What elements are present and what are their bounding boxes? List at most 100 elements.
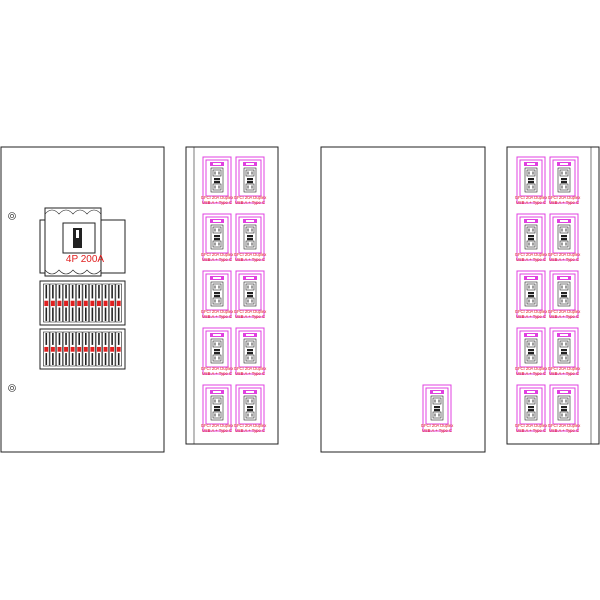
branch-breaker	[95, 283, 103, 323]
receptacle-label-line2: USB A + Type C	[202, 371, 232, 376]
receptacle-label-line1: GFCI 20A Duplex	[515, 423, 548, 428]
receptacle-label-line1: GFCI 20A Duplex	[201, 366, 234, 371]
branch-breaker	[56, 331, 63, 367]
receptacle-label-line1: GFCI 20A Duplex	[201, 252, 234, 257]
receptacle-label-line2: USB A + Type C	[235, 257, 265, 262]
branch-breakers-upper	[43, 283, 122, 323]
receptacle-label-line2: USB A + Type C	[235, 200, 265, 205]
branch-breaker	[43, 331, 50, 367]
receptacle-label-line2: USB A + Type C	[549, 314, 579, 319]
receptacle-label-line2: USB A + Type C	[202, 428, 232, 433]
receptacle-label-line1: GFCI 20A Duplex	[234, 309, 267, 314]
receptacle-label-line2: USB A + Type C	[235, 428, 265, 433]
receptacle-label-line1: GFCI 20A Duplex	[234, 195, 267, 200]
receptacle-label-line1: GFCI 20A Duplex	[548, 423, 581, 428]
main-breaker-handle-slot	[76, 230, 79, 238]
branch-breaker	[89, 283, 96, 323]
receptacle-label-line2: USB A + Type C	[202, 257, 232, 262]
main-breaker: 4P 200A	[39, 207, 126, 277]
receptacle-label-line1: GFCI 20A Duplex	[234, 366, 267, 371]
receptacle-label-line2: USB A + Type C	[235, 371, 265, 376]
receptacle-panel-left-frame	[185, 146, 279, 445]
branch-breaker	[82, 283, 89, 323]
door-hinge-top-inner	[10, 214, 14, 218]
receptacle-panel-single-frame	[320, 146, 486, 453]
branch-breaker	[62, 331, 70, 367]
branch-breaker	[76, 283, 83, 323]
door-hinge-bottom	[8, 384, 16, 392]
branch-breaker	[89, 331, 96, 367]
receptacle-label-line1: GFCI 20A Duplex	[201, 423, 234, 428]
branch-breaker	[115, 331, 122, 367]
receptacle-label-line2: USB A + Type C	[516, 371, 546, 376]
breaker-panel: 4P 200A	[0, 146, 165, 453]
branch-breaker	[62, 283, 70, 323]
branch-breaker	[115, 283, 122, 323]
branch-breaker	[82, 331, 89, 367]
branch-breaker	[76, 331, 83, 367]
main-breaker-terminals-top	[44, 209, 102, 215]
receptacle-label-line2: USB A + Type C	[516, 200, 546, 205]
branch-breaker	[43, 283, 50, 323]
receptacle-label-line2: USB A + Type C	[549, 200, 579, 205]
receptacle-label-line1: GFCI 20A Duplex	[515, 309, 548, 314]
main-breaker-rating: 4P 200A	[66, 254, 105, 265]
receptacle-label-line1: GFCI 20A Duplex	[548, 366, 581, 371]
branch-breaker	[102, 283, 109, 323]
receptacle-label-line1: GFCI 20A Duplex	[201, 309, 234, 314]
receptacle-label-line1: GFCI 20A Duplex	[234, 423, 267, 428]
main-breaker-terminals-bottom	[44, 269, 102, 275]
receptacle-label-line1: GFCI 20A Duplex	[234, 252, 267, 257]
branch-breaker	[102, 331, 109, 367]
receptacle-label-line1: GFCI 20A Duplex	[421, 423, 454, 428]
receptacle-label-line2: USB A + Type C	[202, 314, 232, 319]
branch-breaker	[69, 283, 76, 323]
receptacle-label-line2: USB A + Type C	[516, 314, 546, 319]
receptacle-label-line1: GFCI 20A Duplex	[548, 252, 581, 257]
receptacle-label-line1: GFCI 20A Duplex	[515, 366, 548, 371]
branch-breaker	[108, 331, 116, 367]
door-hinge-bottom-inner	[10, 386, 14, 390]
branch-breakers-lower	[43, 331, 122, 367]
branch-breaker	[95, 331, 103, 367]
branch-breaker	[49, 283, 57, 323]
branch-breaker	[108, 283, 116, 323]
receptacle-label-line1: GFCI 20A Duplex	[515, 195, 548, 200]
receptacle-label-line1: GFCI 20A Duplex	[201, 195, 234, 200]
branch-breaker	[49, 331, 57, 367]
receptacle-label-line2: USB A + Type C	[549, 428, 579, 433]
receptacle-label-line2: USB A + Type C	[516, 257, 546, 262]
door-hinge-top	[8, 212, 16, 220]
receptacle-label-line2: USB A + Type C	[549, 257, 579, 262]
branch-breaker	[69, 331, 76, 367]
receptacle-label-line2: USB A + Type C	[549, 371, 579, 376]
receptacle-label-line1: GFCI 20A Duplex	[515, 252, 548, 257]
receptacle-label-line2: USB A + Type C	[516, 428, 546, 433]
receptacle-label-line2: USB A + Type C	[422, 428, 452, 433]
receptacle-label-line2: USB A + Type C	[202, 200, 232, 205]
branch-breaker	[56, 283, 63, 323]
